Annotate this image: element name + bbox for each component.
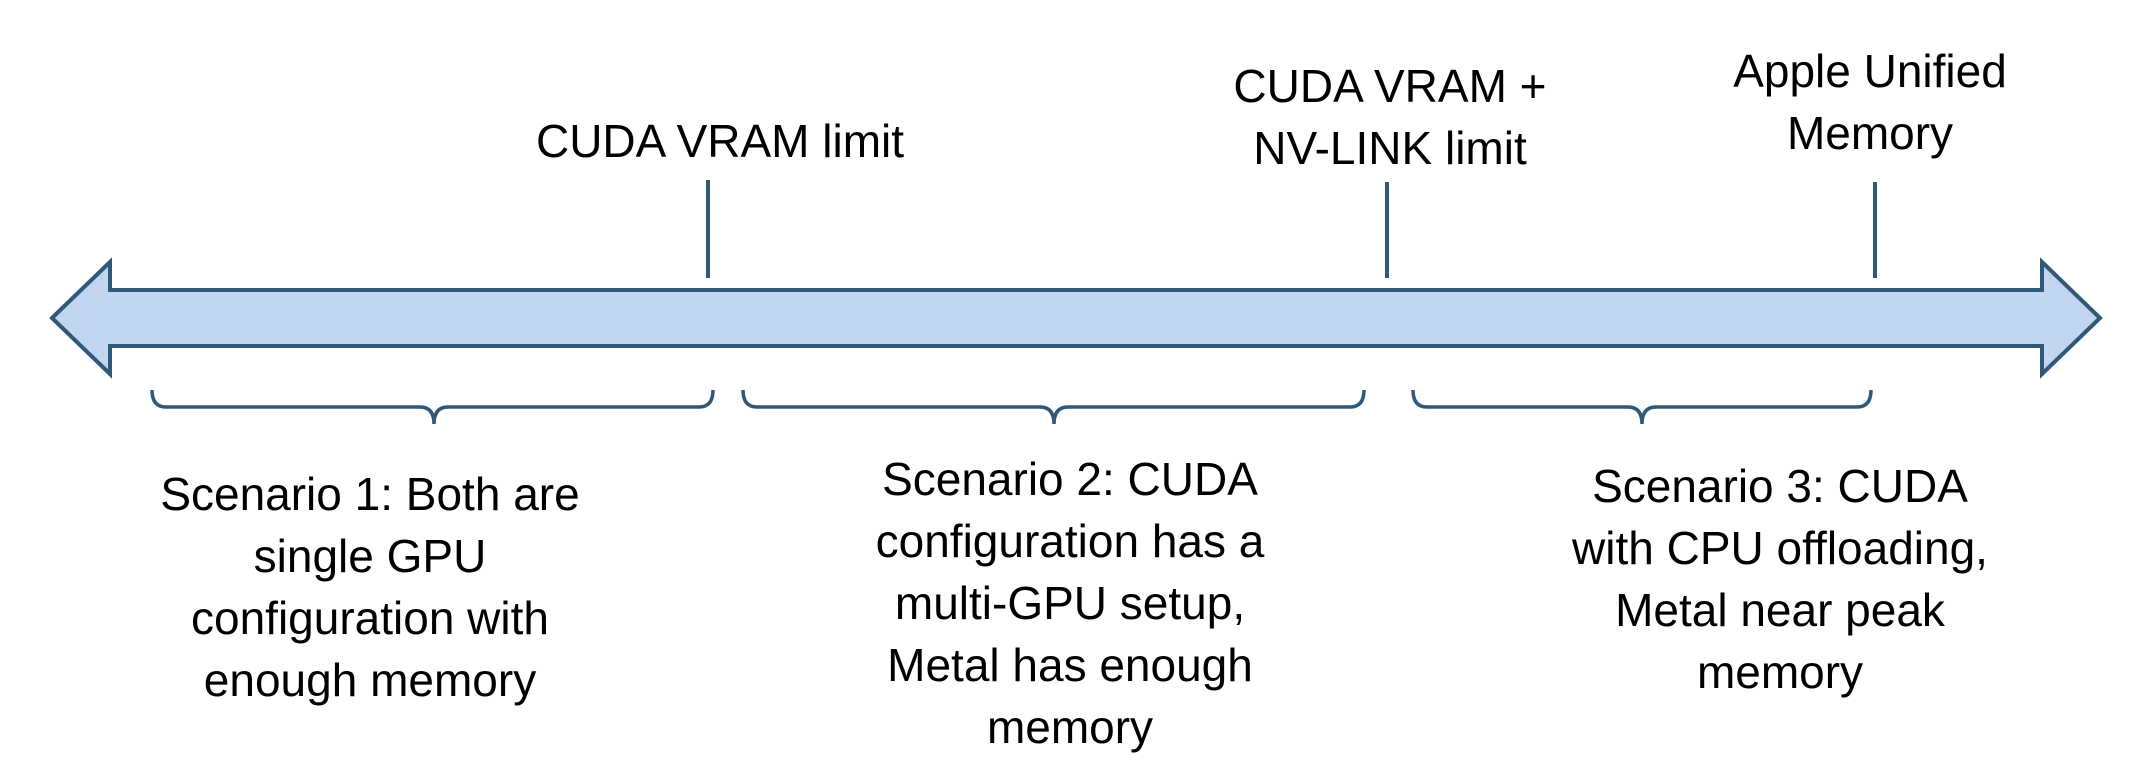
marker-label-nvlink-limit: CUDA VRAM + NV-LINK limit xyxy=(1233,60,1547,174)
scenario-1-brace xyxy=(150,389,715,425)
scenario-2-label: Scenario 2: CUDA configuration has a mul… xyxy=(875,453,1265,753)
marker-label-cuda-vram-limit: CUDA VRAM limit xyxy=(535,115,905,167)
marker-label-apple-unified-memory: Apple Unified Memory xyxy=(1733,45,2007,159)
scenario-2-brace xyxy=(741,389,1366,425)
scenario-1-label: Scenario 1: Both are single GPU configur… xyxy=(160,468,580,706)
scenario-3-label: Scenario 3: CUDA with CPU offloading, Me… xyxy=(1572,460,1988,698)
double-headed-arrow xyxy=(49,257,2103,379)
scenario-3-brace xyxy=(1411,389,1873,425)
